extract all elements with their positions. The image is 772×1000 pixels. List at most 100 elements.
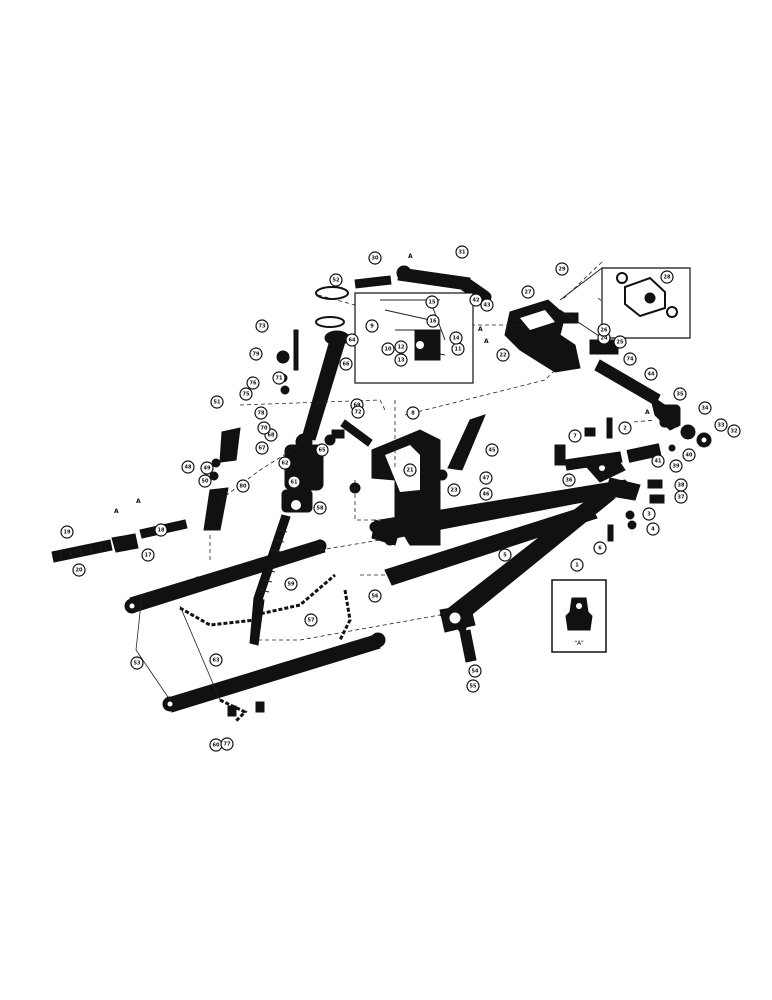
part-number: 29 <box>559 267 566 273</box>
part-callout-49: 49 <box>200 461 214 475</box>
part-callout-75: 75 <box>239 387 253 401</box>
part-number: 75 <box>243 392 250 398</box>
part-number: 39 <box>673 464 680 470</box>
part-callout-80: 80 <box>236 479 250 493</box>
detail-inset-right <box>559 267 691 339</box>
part-number: 12 <box>398 345 405 351</box>
part-number: 44 <box>648 372 655 378</box>
small-bolts <box>584 417 665 542</box>
part-number: 6 <box>598 546 602 552</box>
part-number: 63 <box>213 658 220 664</box>
part-callout-77: 77 <box>220 737 234 751</box>
part-callout-54: 54 <box>468 664 482 678</box>
part-callout-44: 44 <box>644 367 658 381</box>
part-callout-64: 64 <box>345 333 359 347</box>
lower-link-lower <box>167 634 381 713</box>
part-number: 47 <box>483 476 490 482</box>
part-callout-4: 4 <box>646 522 660 536</box>
part-callout-7: 7 <box>568 429 582 443</box>
detail-inset-a: "A" <box>551 579 607 653</box>
part-number: 77 <box>224 742 231 748</box>
part-number: 14 <box>453 336 460 342</box>
check-chain-1 <box>179 606 256 627</box>
pin-45 <box>447 414 486 471</box>
part-callout-5: 5 <box>498 548 512 562</box>
detail-letter: A <box>114 508 119 515</box>
part-number: 15 <box>429 300 436 306</box>
part-number: 45 <box>489 448 496 454</box>
part-callout-71: 71 <box>272 371 286 385</box>
part-number: 52 <box>333 278 340 284</box>
part-callout-60: 60 <box>209 738 223 752</box>
part-callout-26: 26 <box>597 323 611 337</box>
part-callout-6: 6 <box>593 541 607 555</box>
cross-shaft <box>594 359 661 406</box>
part-callout-13: 13 <box>394 353 408 367</box>
part-callout-67: 67 <box>255 441 269 455</box>
part-number: 34 <box>702 406 709 412</box>
pin-30 <box>354 275 392 289</box>
part-callout-78: 78 <box>254 406 268 420</box>
part-callout-48: 48 <box>181 460 195 474</box>
check-chain-2 <box>254 573 336 617</box>
part-callout-35: 35 <box>673 387 687 401</box>
detail-letter: A <box>408 253 413 260</box>
part-callout-1: 1 <box>570 558 584 572</box>
part-callout-79: 79 <box>249 347 263 361</box>
part-callout-62: 62 <box>278 456 292 470</box>
part-callout-40: 40 <box>682 448 696 462</box>
part-number: 11 <box>455 347 462 353</box>
part-number: 56 <box>372 594 379 600</box>
part-callout-70: 70 <box>257 421 271 435</box>
part-callout-27: 27 <box>521 285 535 299</box>
part-number: 3 <box>647 512 651 518</box>
part-callout-14: 14 <box>449 331 463 345</box>
part-callout-29: 29 <box>555 262 569 276</box>
drawbar-5 <box>384 504 598 586</box>
part-number: 62 <box>282 461 289 467</box>
part-callout-74: 74 <box>623 352 637 366</box>
part-callout-17: 17 <box>141 548 155 562</box>
detail-letter: A <box>645 409 650 416</box>
part-callout-20: 20 <box>72 563 86 577</box>
part-number: 55 <box>470 684 477 690</box>
part-callout-41: 41 <box>651 454 665 468</box>
part-callout-21: 21 <box>403 463 417 477</box>
part-number: 36 <box>566 478 573 484</box>
right-bracket-assembly <box>504 299 619 373</box>
part-number: 26 <box>601 328 608 334</box>
part-callout-59: 59 <box>284 577 298 591</box>
part-number: 73 <box>259 324 266 330</box>
part-number: 51 <box>214 400 221 406</box>
part-callout-19: 19 <box>60 525 74 539</box>
part-callout-52: 52 <box>329 273 343 287</box>
part-callout-38: 38 <box>674 478 688 492</box>
part-number: 70 <box>261 426 268 432</box>
part-callout-61: 61 <box>287 475 301 489</box>
part-number: 58 <box>317 506 324 512</box>
detail-letter: A <box>233 449 238 456</box>
cross-pin-18 <box>51 519 188 563</box>
part-number: 32 <box>731 429 738 435</box>
part-callout-43: 43 <box>480 298 494 312</box>
part-number: 22 <box>500 353 507 359</box>
part-number: 10 <box>385 347 392 353</box>
part-number: 33 <box>718 423 725 429</box>
part-number: 59 <box>288 582 295 588</box>
lift-screw-shaft <box>301 286 350 441</box>
part-callout-23: 23 <box>447 483 461 497</box>
part-number: 37 <box>678 495 685 501</box>
part-callout-47: 47 <box>479 471 493 485</box>
part-number: 66 <box>343 362 350 368</box>
inset-a-label: "A" <box>574 640 584 647</box>
part-number: 64 <box>349 338 356 344</box>
part-callout-16: 16 <box>426 314 440 328</box>
part-callout-25: 25 <box>613 335 627 349</box>
part-callout-15: 15 <box>425 295 439 309</box>
part-callout-28: 28 <box>660 270 674 284</box>
part-number: 53 <box>134 661 141 667</box>
detail-letter: A <box>136 498 141 505</box>
part-number: 61 <box>291 480 298 486</box>
part-callout-3: 3 <box>642 507 656 521</box>
